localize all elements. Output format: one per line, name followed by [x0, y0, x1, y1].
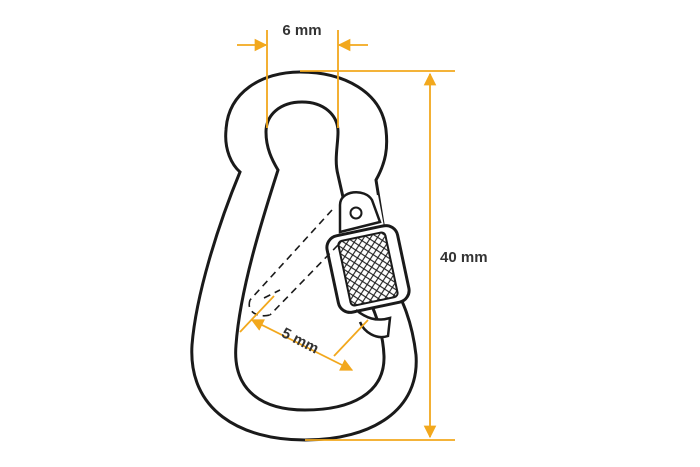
dimension-lines	[237, 30, 455, 441]
gate-hinge	[338, 191, 382, 234]
carabiner-icon	[190, 70, 418, 442]
gate-gap-dimension-line	[250, 319, 354, 371]
knurled-sleeve-icon	[325, 224, 411, 314]
gate-latch	[355, 309, 392, 339]
gate-open-position	[248, 209, 339, 317]
length-label: 40 mm	[440, 249, 488, 266]
gate-gap-ext-1	[239, 295, 275, 333]
gate-opening-label: 6 mm	[282, 22, 321, 39]
